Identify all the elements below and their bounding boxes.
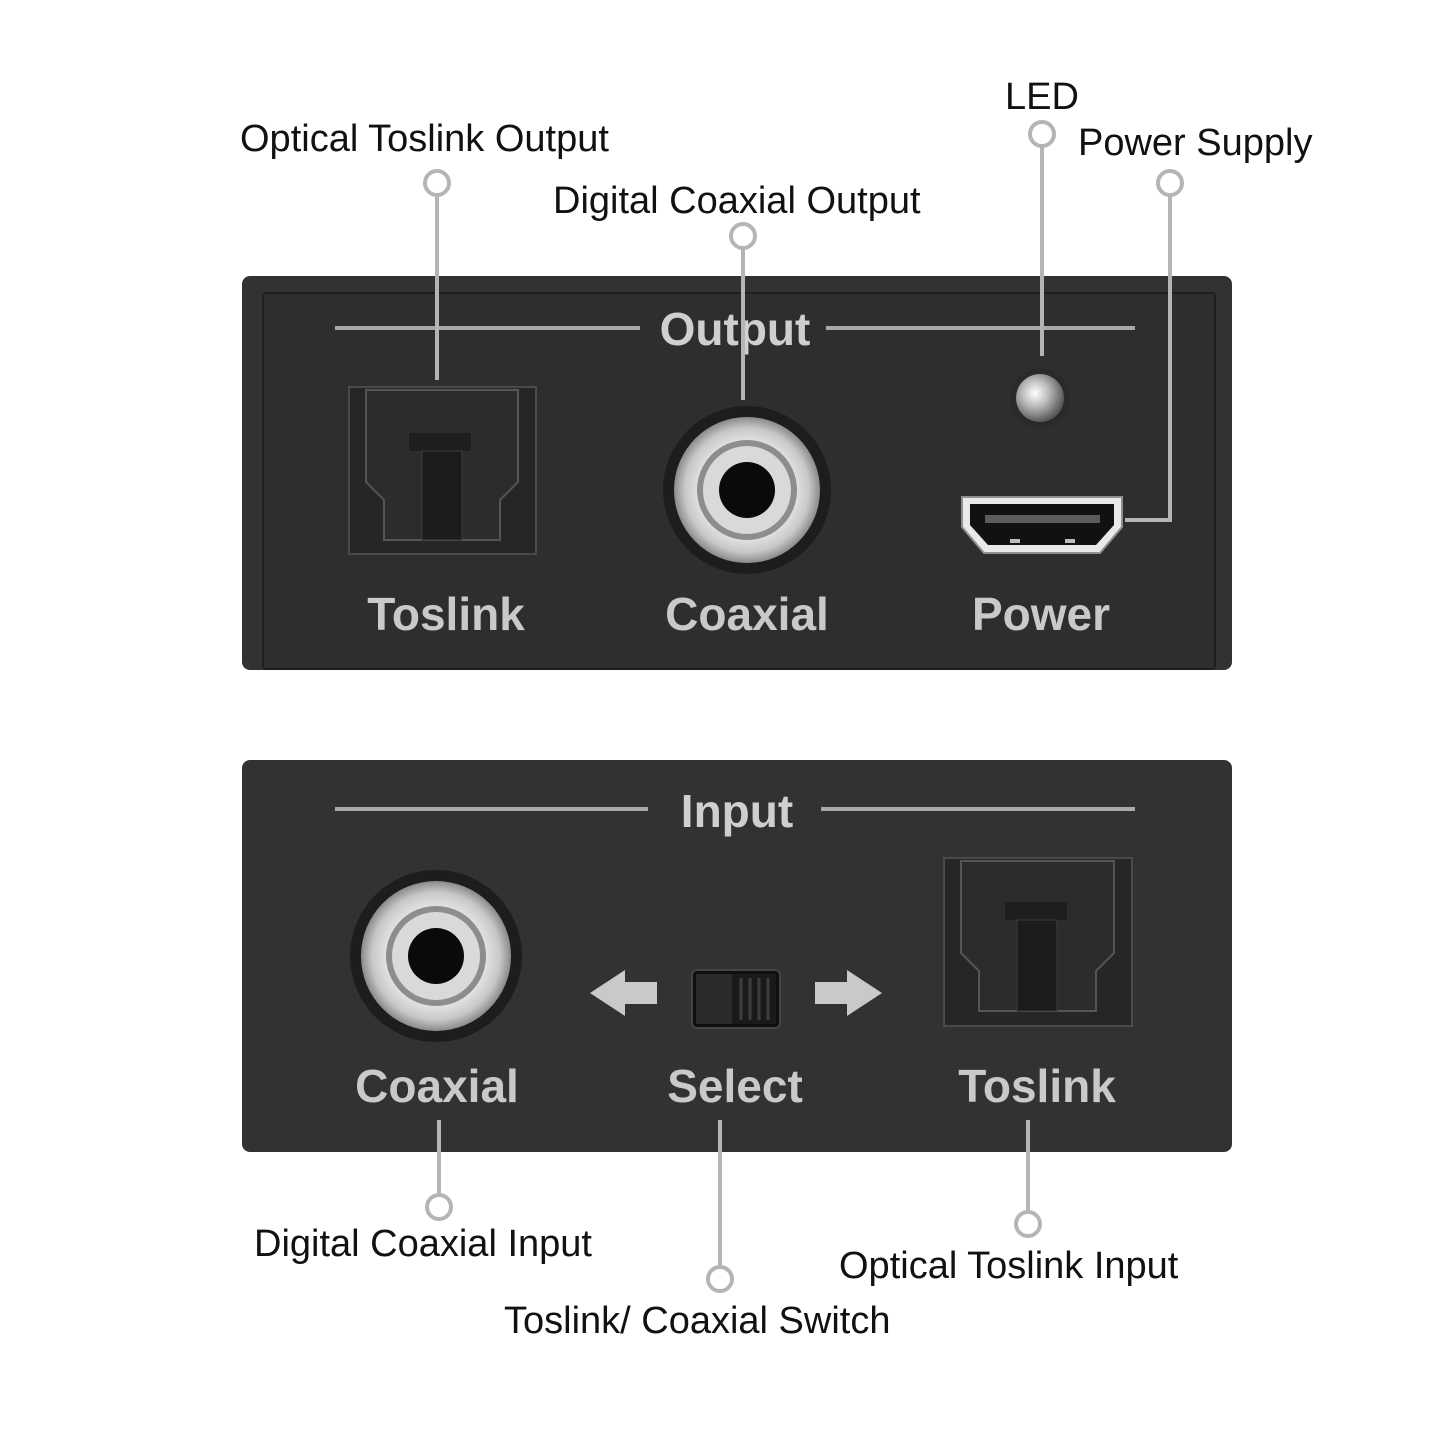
output-rca-jack-icon[interactable]	[663, 406, 831, 574]
callout-digital-coaxial-output: Digital Coaxial Output	[553, 180, 921, 222]
callout-optical-toslink-input: Optical Toslink Input	[839, 1245, 1179, 1287]
leader-dots	[423, 120, 1184, 1293]
input-rule-right	[821, 807, 1135, 811]
input-select-label: Select	[667, 1060, 803, 1112]
output-rule-left	[335, 326, 640, 330]
arrow-left-icon	[590, 970, 657, 1016]
slide-switch-icon[interactable]	[691, 969, 781, 1029]
callout-led: LED	[1005, 76, 1079, 118]
output-rule-right	[826, 326, 1135, 330]
input-coaxial-label: Coaxial	[355, 1060, 519, 1112]
led-icon	[1010, 368, 1070, 428]
input-rule-left	[335, 807, 648, 811]
output-title: Output	[659, 303, 811, 355]
input-title: Input	[680, 785, 794, 837]
callout-optical-toslink-output: Optical Toslink Output	[240, 118, 609, 160]
arrow-right-icon	[815, 970, 882, 1016]
output-power-label: Power	[971, 588, 1111, 640]
callout-power-supply: Power Supply	[1078, 122, 1313, 164]
callout-digital-coaxial-input: Digital Coaxial Input	[254, 1223, 592, 1265]
output-toslink-label: Toslink	[367, 588, 525, 640]
output-toslink-port-icon[interactable]	[348, 386, 537, 555]
hdmi-port-icon[interactable]	[961, 496, 1123, 554]
callout-toslink-coaxial-switch: Toslink/ Coaxial Switch	[504, 1300, 891, 1342]
leader-lines	[435, 147, 1172, 1266]
input-rca-jack-icon[interactable]	[350, 870, 522, 1042]
input-toslink-port-icon[interactable]	[943, 857, 1133, 1027]
input-toslink-label: Toslink	[958, 1060, 1116, 1112]
output-coaxial-label: Coaxial	[665, 588, 829, 640]
